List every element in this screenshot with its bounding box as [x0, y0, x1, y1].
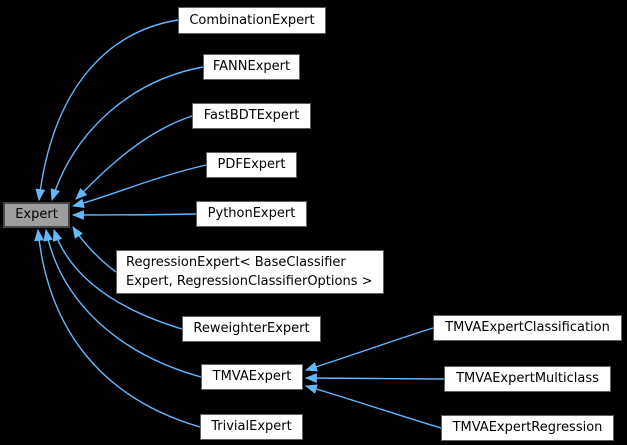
- inheritance-edge-trivial-expert-to-expert: [34, 228, 201, 428]
- class-node-tmva-expert-regression[interactable]: TMVAExpertRegression: [441, 415, 614, 441]
- class-node-tmva-expert[interactable]: TMVAExpert: [201, 364, 303, 390]
- class-label: Expert: [15, 207, 58, 223]
- inheritance-edge-tmva-expert-classification-to-tmva-expert: [304, 327, 434, 372]
- class-node-tmva-expert-multiclass[interactable]: TMVAExpertMulticlass: [444, 366, 611, 392]
- class-label-line: RegressionExpert< BaseClassifier: [126, 254, 346, 270]
- inheritance-edge-combination-expert-to-expert: [35, 19, 179, 202]
- class-label: CombinationExpert: [189, 12, 315, 28]
- class-node-pdf-expert[interactable]: PDFExpert: [206, 152, 297, 178]
- inheritance-edge-tmva-expert-to-expert: [43, 228, 202, 378]
- class-label: PythonExpert: [207, 206, 296, 222]
- class-node-python-expert[interactable]: PythonExpert: [196, 201, 307, 227]
- inheritance-edge-regression-expert-to-expert: [72, 226, 117, 273]
- inheritance-edge-fann-expert-to-expert: [50, 66, 204, 202]
- inheritance-edge-reweighter-expert-to-expert: [52, 228, 183, 330]
- inheritance-edge-tmva-expert-regression-to-tmva-expert: [304, 384, 442, 429]
- inheritance-edge-fastbdt-expert-to-expert: [75, 115, 193, 200]
- class-label: TMVAExpertClassification: [445, 320, 610, 336]
- class-node-fann-expert[interactable]: FANNExpert: [203, 54, 300, 80]
- class-label: ReweighterExpert: [193, 321, 310, 337]
- class-node-reweighter-expert[interactable]: ReweighterExpert: [182, 316, 321, 342]
- inheritance-edge-pdf-expert-to-expert: [71, 164, 207, 209]
- class-label: PDFExpert: [217, 157, 286, 173]
- class-label: TMVAExpertRegression: [452, 420, 603, 436]
- inheritance-edge-python-expert-to-expert: [71, 210, 197, 220]
- class-label-line: Expert, RegressionClassifierOptions >: [126, 274, 373, 289]
- class-label: TrivialExpert: [211, 419, 292, 435]
- inheritance-edge-tmva-expert-multiclass-to-tmva-expert: [304, 373, 445, 383]
- class-label: FANNExpert: [212, 59, 291, 75]
- class-label: TMVAExpert: [212, 369, 292, 385]
- class-node-expert: Expert: [3, 202, 70, 228]
- class-label: FastBDTExpert: [203, 108, 300, 124]
- class-node-tmva-expert-classification[interactable]: TMVAExpertClassification: [433, 315, 622, 341]
- class-node-fastbdt-expert[interactable]: FastBDTExpert: [192, 103, 311, 129]
- class-node-trivial-expert[interactable]: TrivialExpert: [200, 414, 303, 440]
- class-label: TMVAExpertMulticlass: [456, 371, 599, 387]
- class-node-combination-expert[interactable]: CombinationExpert: [178, 7, 326, 34]
